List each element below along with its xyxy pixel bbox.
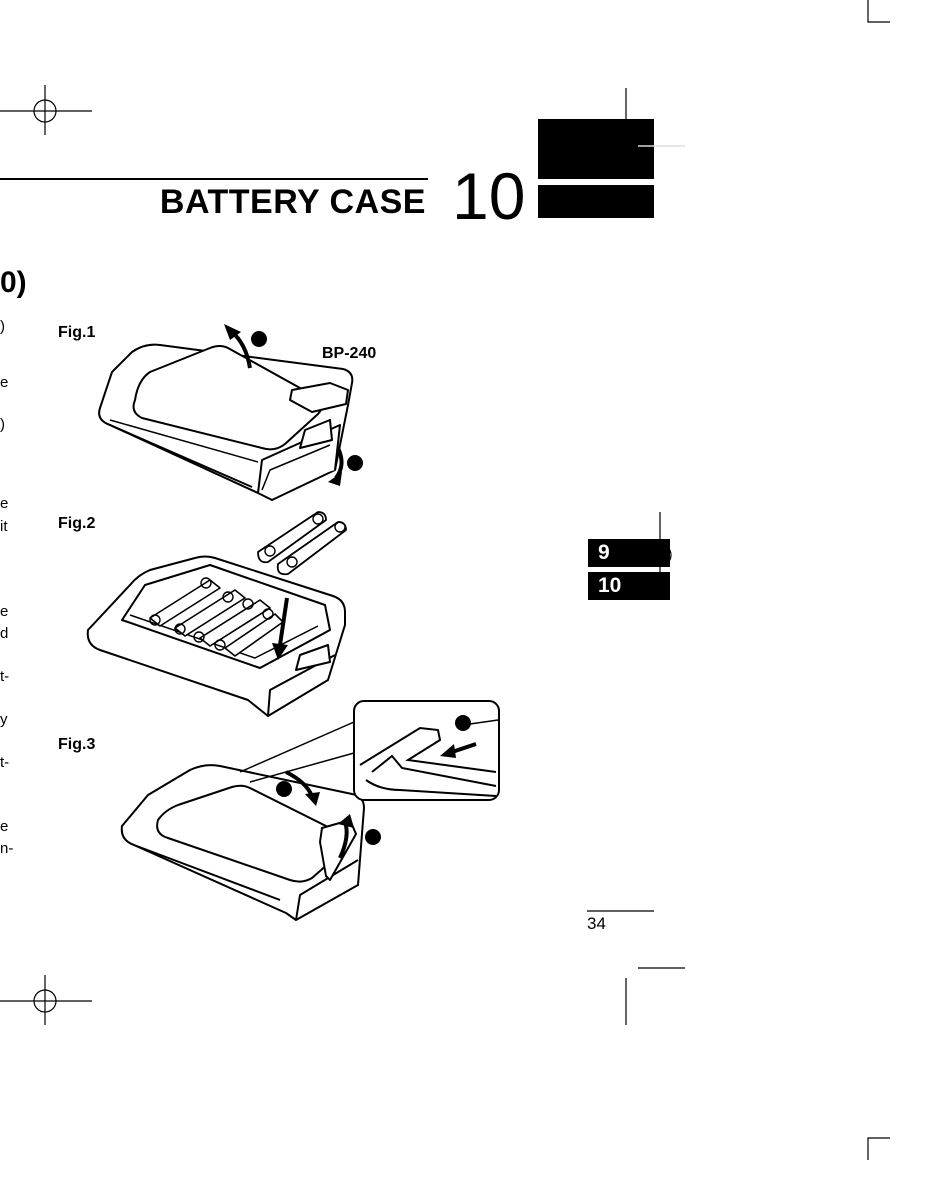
fig3-label: Fig.3 [58, 736, 96, 753]
left-text-fragment: ) [0, 416, 5, 433]
chapter-block-bottom [538, 185, 654, 218]
left-text-fragment: n- [0, 840, 14, 857]
fig2-insert-arrow [272, 597, 289, 660]
left-text-fragment: e [0, 495, 9, 512]
section-title: BATTERY CASE [159, 183, 426, 221]
chapter-block-top [538, 119, 654, 179]
fig2-polarity-icons [149, 513, 346, 651]
fig3-arrows [285, 719, 499, 859]
left-text-fragment: y [0, 711, 8, 728]
left-heading-fragment: 0) [0, 266, 27, 299]
fig1-model-label: BP-240 [322, 345, 377, 362]
left-text-fragment: e [0, 603, 9, 620]
fig2-illustration [86, 511, 347, 717]
chapter-tab-10: 10 [588, 572, 670, 600]
fig1-label: Fig.1 [58, 324, 96, 341]
fig1-illustration [98, 343, 354, 501]
fig3-step-markers [276, 715, 471, 845]
chapter-number: 10 [452, 159, 526, 233]
left-text-fragment: t- [0, 668, 10, 685]
chapter-tab-9: 9 [588, 539, 670, 567]
left-text-fragment: ) [0, 318, 5, 335]
fig3-illustration [120, 764, 365, 921]
fig2-label: Fig.2 [58, 515, 96, 532]
left-text-fragment: e [0, 374, 9, 391]
left-text-fragment: d [0, 625, 9, 642]
left-text-fragment: e [0, 818, 9, 835]
left-text-fragment: t- [0, 754, 10, 771]
page-number: 34 [587, 914, 606, 933]
left-text-fragment: it [0, 518, 8, 535]
fig1-step-markers [251, 331, 363, 471]
